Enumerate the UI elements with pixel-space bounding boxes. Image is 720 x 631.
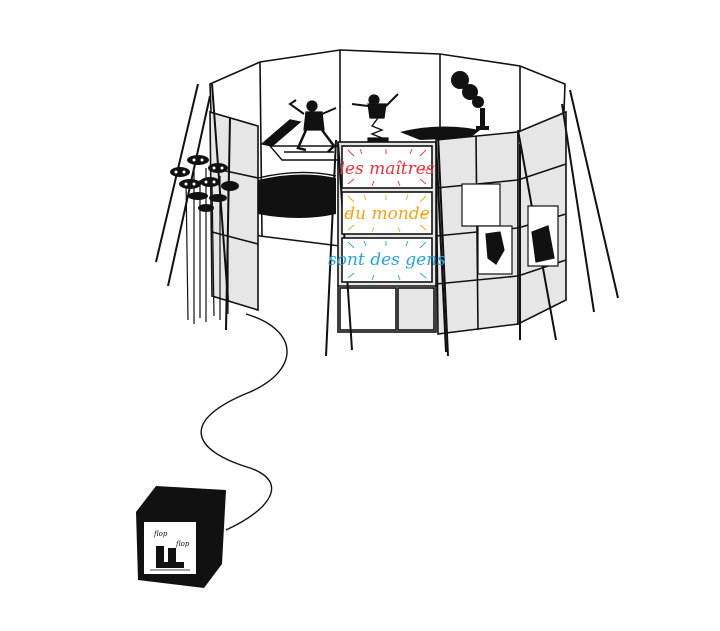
jumping-figure — [288, 99, 337, 153]
posters-right — [461, 183, 559, 275]
right-panels — [435, 89, 619, 357]
back-black-shape — [400, 126, 480, 140]
boat-prop — [260, 119, 352, 161]
masks-on-sticks — [170, 155, 239, 324]
box-text-left: flop — [153, 530, 168, 538]
boots-icon — [156, 546, 184, 568]
sparkle-rays-1 — [346, 148, 428, 187]
sparkle-rays-2 — [346, 194, 428, 233]
cable — [200, 313, 288, 531]
smoke-chimney-prop — [451, 71, 489, 130]
banner-sign-1: les maîtres — [339, 145, 435, 189]
speaker-box: flop flop — [136, 486, 226, 588]
sparkle-rays-3 — [347, 240, 427, 281]
banner-line-3: sont des gens — [328, 250, 446, 270]
banner-line-2: du monde — [344, 204, 429, 224]
black-platform — [257, 171, 337, 218]
banner-sign-2: du monde — [341, 191, 433, 235]
banner-sign-3: sont des gens — [328, 237, 446, 283]
box-text-right: flop — [175, 540, 190, 548]
spring-figure — [351, 93, 399, 143]
banner-line-1: les maîtres — [339, 159, 434, 179]
